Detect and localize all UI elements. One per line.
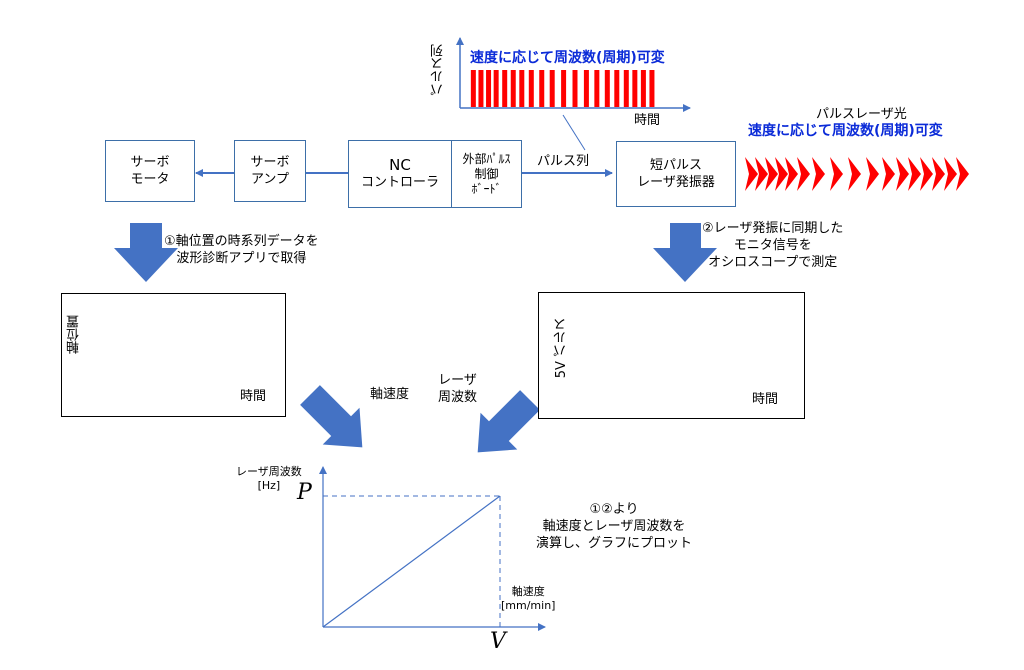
laser-chevron: [745, 157, 758, 191]
result-xsym: V: [490, 629, 506, 654]
top-pulse: [486, 70, 492, 107]
top-pulse: [493, 70, 499, 107]
laser-light-annotation: 速度に応じて周波数(周期)可変: [748, 123, 943, 139]
laser-chevron: [932, 157, 945, 191]
top-chart-pulses: [470, 70, 655, 107]
down-arrow-1: [114, 223, 178, 282]
top-pulse: [640, 70, 646, 107]
servo-amp-label: サーボ アンプ: [250, 155, 290, 187]
monitor-chart-ylabel: 5V パルス: [554, 318, 569, 379]
laser-pulse-chevrons: [745, 157, 969, 191]
top-chart-xlabel: 時間: [634, 113, 661, 128]
top-pulse: [539, 70, 545, 107]
top-pulse: [604, 70, 610, 107]
pulse-board-block: 外部ﾊﾟﾙｽ 制御 ﾎﾞｰﾄﾞ: [451, 140, 522, 208]
result-ylabel: レーザ周波数 [Hz]: [236, 465, 302, 492]
nc-title: NC: [389, 156, 411, 174]
nc-controller-block: NC コントローラ: [348, 140, 452, 208]
laser-chevron: [920, 157, 933, 191]
position-chart-frame: [61, 293, 286, 417]
top-pulse: [623, 70, 629, 107]
top-pulse: [478, 70, 484, 107]
laser-chevron: [896, 157, 909, 191]
top-pulse: [519, 70, 525, 107]
result-line: [322, 495, 501, 628]
monitor-chart-xlabel: 時間: [752, 392, 779, 407]
laser-chevron: [812, 157, 825, 191]
laser-chevron: [765, 157, 778, 191]
result-chart-axes: [319, 466, 546, 631]
laser-chevron: [785, 157, 798, 191]
result-note: ①②より 軸速度とレーザ周波数を 演算し、グラフにプロット: [536, 502, 693, 551]
position-chart-ylabel: 軸位置: [67, 315, 82, 354]
top-pulse: [528, 70, 534, 107]
laser-chevron: [908, 157, 921, 191]
top-pulse: [649, 70, 655, 107]
top-pulse: [583, 70, 589, 107]
top-pulse: [572, 70, 578, 107]
step2-text: ②レーザ発振に同期した モニタ信号を オシロスコープで測定: [702, 221, 844, 270]
pulse-train-label: パルス列: [537, 154, 590, 169]
laser-chevron: [755, 157, 768, 191]
servo-amp-block: サーボ アンプ: [234, 140, 306, 202]
laser-chevron: [775, 157, 788, 191]
pulse-board-label: 外部ﾊﾟﾙｽ 制御 ﾎﾞｰﾄﾞ: [462, 151, 511, 196]
servo-motor-label: サーボ モータ: [130, 155, 170, 187]
top-chart-ylabel: パルス列: [431, 44, 446, 96]
position-chart-xlabel: 時間: [240, 389, 267, 404]
laser-chevron: [830, 157, 843, 191]
step1-text: ①軸位置の時系列データを 波形診断アプリで取得: [164, 234, 319, 266]
top-pulse: [549, 70, 555, 107]
result-xlabel: 軸速度 [mm/min]: [501, 585, 556, 612]
laser-chevron: [797, 157, 810, 191]
laser-label: 短パルス レーザ発振器: [637, 158, 715, 190]
top-pulse: [561, 70, 567, 107]
laser-light-label: パルスレーザ光: [816, 107, 907, 122]
laser-freq-label: レーザ 周波数: [438, 373, 478, 405]
down-arrow-2: [653, 223, 717, 282]
top-pulse: [632, 70, 638, 107]
laser-block: 短パルス レーザ発振器: [616, 141, 736, 207]
nc-subtitle: コントローラ: [360, 175, 439, 190]
monitor-chart-frame: [538, 292, 805, 419]
top-pulse: [510, 70, 516, 107]
callout-line: [562, 114, 586, 151]
top-pulse: [470, 70, 476, 107]
diag-arrow-axis-speed: [300, 385, 363, 448]
servo-motor-block: サーボ モータ: [105, 140, 195, 202]
top-pulse: [614, 70, 620, 107]
top-pulse: [502, 70, 508, 107]
laser-chevron: [956, 157, 969, 191]
result-ysym: P: [297, 480, 312, 505]
top-pulse: [594, 70, 600, 107]
laser-chevron: [866, 157, 879, 191]
laser-chevron: [882, 157, 895, 191]
axis-speed-label: 軸速度: [370, 387, 410, 402]
diag-arrow-laser-freq: [477, 390, 540, 453]
top-chart-axes: [456, 37, 691, 112]
laser-chevron: [944, 157, 957, 191]
laser-chevron: [848, 157, 861, 191]
top-chart-annotation: 速度に応じて周波数(周期)可変: [470, 50, 665, 66]
